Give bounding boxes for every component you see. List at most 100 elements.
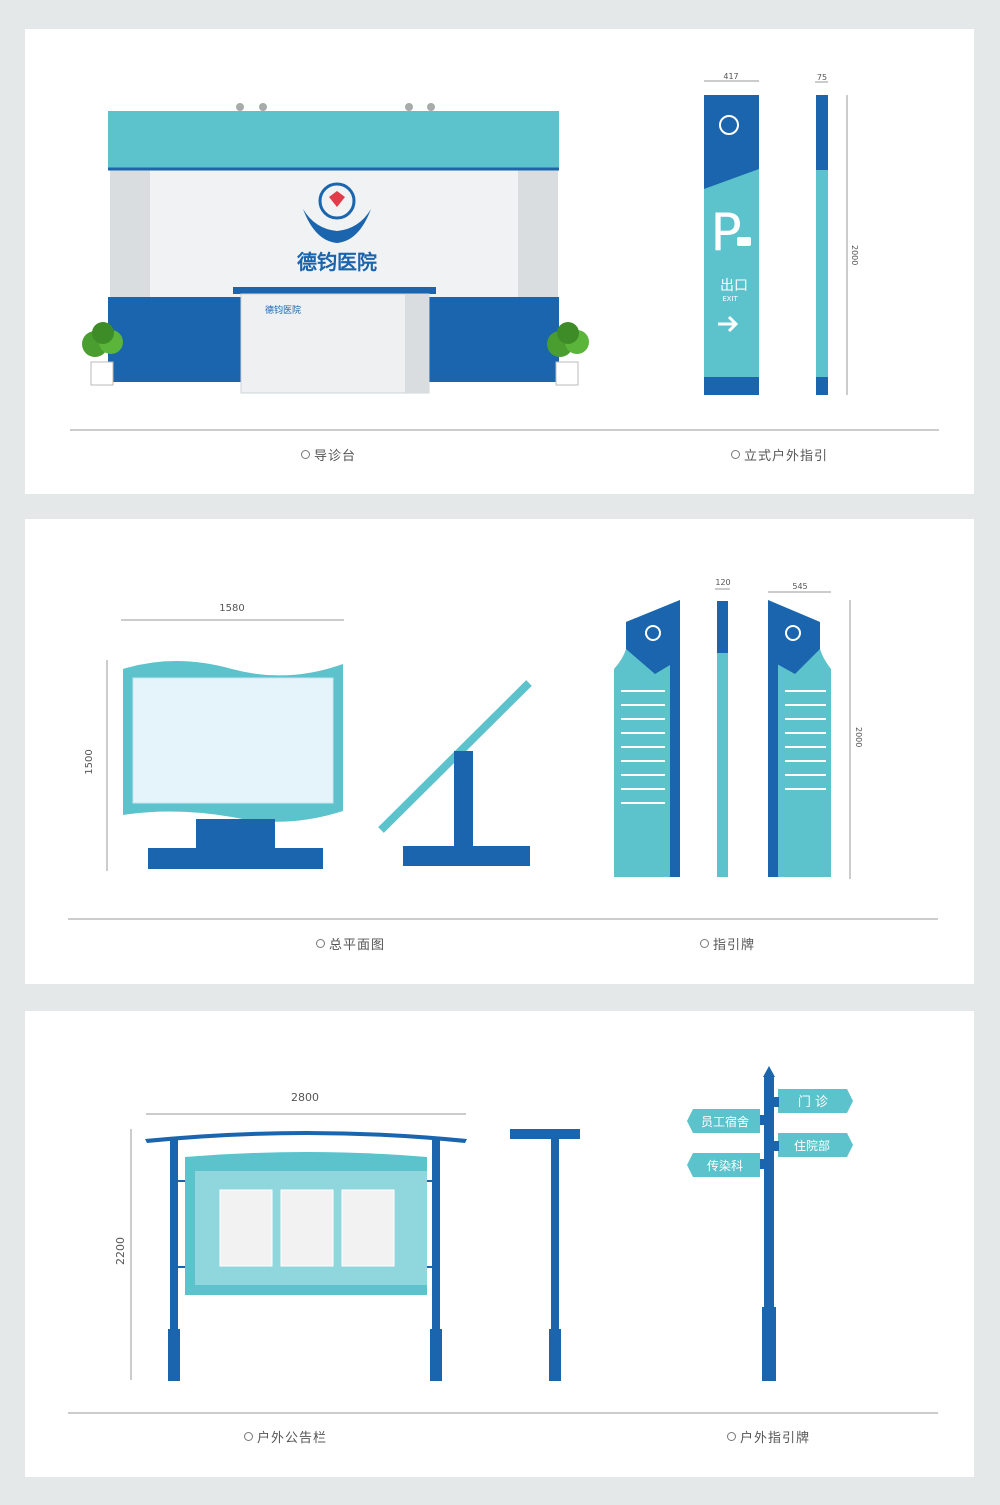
board-side [378,680,532,866]
pole [764,1077,774,1381]
car-icon [737,237,751,246]
panel2-drawing: 1580 1500 [68,578,938,920]
ceiling-lights [236,103,435,111]
logo-text: 德钧医院 [297,250,377,274]
desk-logo: 德钧医院 [265,304,301,316]
board-front: 1580 1500 [84,603,344,871]
poster-3 [341,1189,395,1267]
dim-width-b: 75 [817,73,827,82]
dim-width: 545 [792,582,807,591]
totem-base [704,377,759,395]
panel3-drawing: 2800 2200 [68,1066,938,1414]
roof-arc [145,1131,467,1143]
arrow-right-icon [718,315,739,333]
reception-wall: 德钧医院 德钧医院 [82,103,589,394]
bullet-circle-icon [244,1432,253,1441]
parking-letter: P [710,203,741,263]
exit-text: 出口 [720,278,748,294]
bullet-circle-icon [316,939,325,948]
side-post [551,1139,559,1381]
caption-outdoor-sign-text: 立式户外指引 [744,449,829,464]
dim-height: 2000 [850,245,859,265]
directory-sign-front [614,600,680,877]
caption-outdoor-guide-text: 户外指引牌 [740,1431,811,1446]
caption-outdoor-guide: 户外指引牌 [727,1427,810,1446]
desk-front [240,293,430,394]
sign-bottom-left-text: 传染科 [707,1158,743,1173]
sign-mid-right [778,1133,853,1157]
bullet-circle-icon [301,450,310,459]
desk-shade [405,294,429,393]
dim-thickness: 120 [715,578,730,587]
sign-top [768,600,820,674]
wall-top-teal [108,111,559,169]
sign-body [768,600,831,877]
sign-body [614,600,680,877]
dim-board-height: 1500 [84,749,95,774]
wall-shade-left [110,169,150,309]
sign-mid-right-text: 住院部 [794,1138,830,1153]
pole-tip-icon [763,1066,775,1077]
side-base [549,1329,561,1381]
sign-top-right [778,1089,853,1113]
post-right-base [430,1329,442,1381]
caption-outdoor-notice: 户外公告栏 [244,1427,327,1446]
sign-logo-icon [645,625,661,641]
caption-guide-sign-text: 指引牌 [713,938,756,953]
board-side-stem [454,751,473,849]
plant-right-icon [547,322,589,386]
totem-top-band [704,95,759,189]
side-base [816,377,828,395]
side-top [510,1129,580,1139]
side-body [717,601,728,877]
sign-directory-lines [785,690,826,790]
bullet-circle-icon [700,939,709,948]
board-stem [196,819,275,849]
sign-mid-left [687,1109,760,1133]
sign-logo-icon [785,625,801,641]
dim-width-a: 417 [723,72,738,81]
bullet-circle-icon [727,1432,736,1441]
logo-wreath-icon [318,182,356,220]
wayfinding-pole: 门 诊 员工宿舍 住院部 传染科 [687,1066,853,1381]
caption-outdoor-notice-text: 户外公告栏 [257,1431,328,1446]
hospital-logo: 德钧医院 [297,182,377,274]
post-left-base [168,1329,180,1381]
sign-directory-lines [621,690,665,804]
caption-reception-desk: 导诊台 [301,445,356,464]
dim-height: 2200 [114,1237,127,1265]
caption-guide-sign: 指引牌 [700,934,755,953]
sign-top [626,600,680,674]
desk-top [233,287,436,294]
panel-reception-desk: 德钧医院 德钧医院 417 P 出口 [25,29,974,494]
parking-totem-front: 417 P 出口 EXIT [704,72,759,395]
wall-blue-right [429,297,559,382]
hands-icon [303,209,371,243]
notice-board-side [510,1129,580,1381]
directory-sign-side: 120 [715,578,731,877]
dim-board-width: 1580 [219,603,244,614]
dim-width: 2800 [291,1091,319,1104]
sign-top-right-text: 门 诊 [798,1095,828,1110]
post-left [170,1137,178,1381]
parking-totem-side: 75 2000 [815,73,859,395]
side-top [717,601,728,653]
wall-blue-left [108,297,242,382]
board-side-base [403,846,530,866]
heart-icon [329,191,345,207]
poster-1 [219,1189,273,1267]
totem-logo-icon [719,115,739,135]
caption-outdoor-sign: 立式户外指引 [731,445,828,464]
sign-bottom-left [687,1153,760,1177]
board-base [148,848,323,869]
board-screen [132,677,334,804]
wall-shade-right [518,169,558,309]
caption-reception-desk-text: 导诊台 [314,449,357,464]
panel-outdoor-board: 2800 2200 [25,1011,974,1477]
pole-base [762,1307,776,1381]
caption-floor-plan-text: 总平面图 [329,938,386,953]
sign-edge [670,659,680,877]
post-right [432,1137,440,1381]
sign-mid-left-text: 员工宿舍 [701,1114,749,1129]
poster-2 [280,1189,334,1267]
